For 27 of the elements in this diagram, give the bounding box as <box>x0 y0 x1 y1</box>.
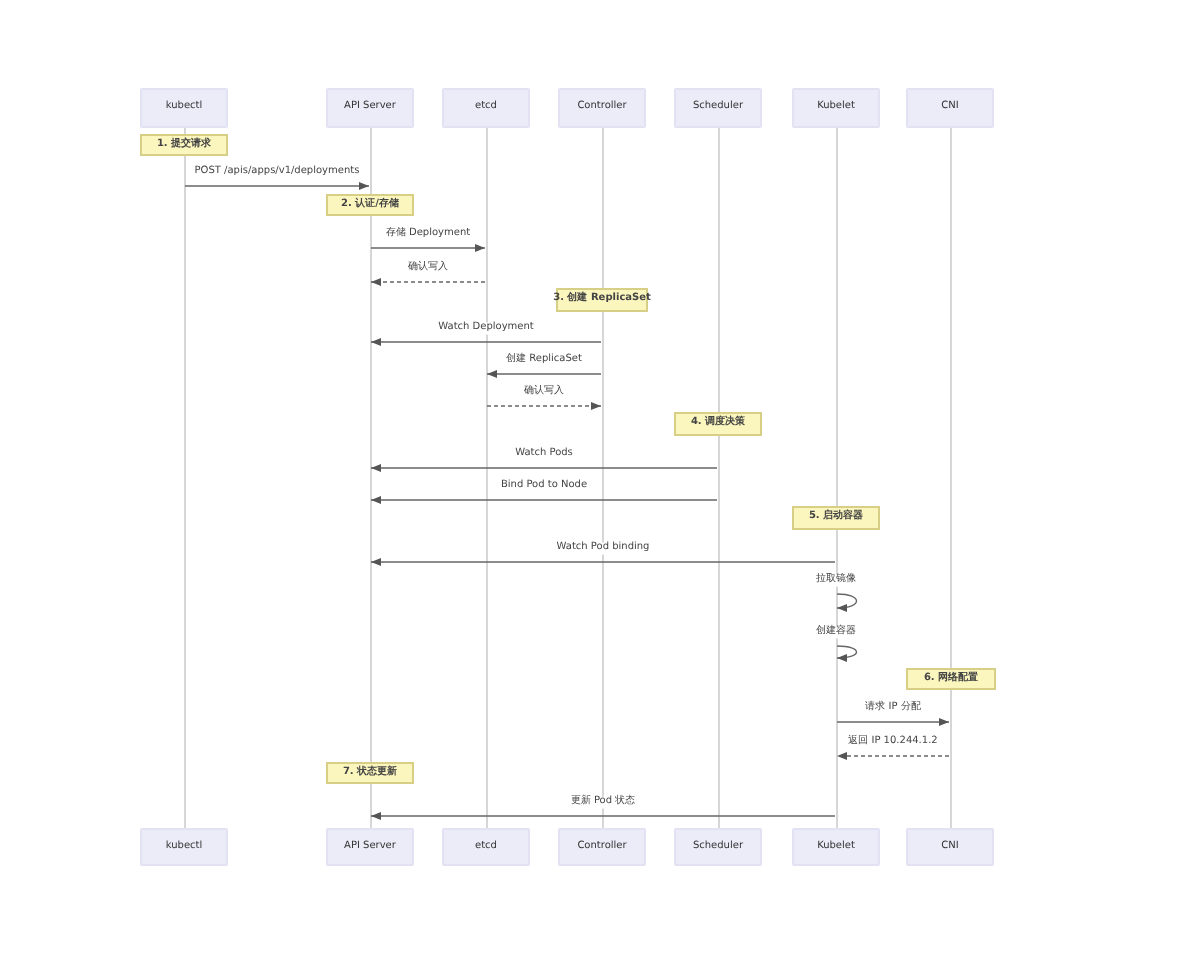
message-arrow <box>836 752 950 760</box>
lifeline <box>717 436 719 828</box>
lifeline <box>369 784 371 828</box>
loop-arrow <box>836 645 858 662</box>
lifeline <box>949 128 951 668</box>
lifeline <box>485 128 487 828</box>
message-arrow <box>370 338 602 346</box>
message-arrow <box>370 464 718 472</box>
message-arrow <box>486 370 602 378</box>
message-arrow <box>836 718 950 726</box>
lifeline <box>717 128 719 412</box>
lifeline <box>601 312 603 828</box>
lifeline <box>949 690 951 828</box>
lifeline <box>601 128 603 288</box>
lifeline <box>369 128 371 194</box>
message-arrow <box>184 182 370 190</box>
message-arrow <box>370 558 836 566</box>
lifeline <box>183 156 185 828</box>
message-arrow <box>370 496 718 504</box>
lifeline <box>835 128 837 506</box>
message-arrow <box>370 278 486 286</box>
message-arrow <box>370 244 486 252</box>
loop-arrow <box>836 593 858 612</box>
lifeline <box>369 216 371 762</box>
message-arrow <box>370 812 836 820</box>
message-arrow <box>486 402 602 410</box>
lifeline <box>835 530 837 828</box>
